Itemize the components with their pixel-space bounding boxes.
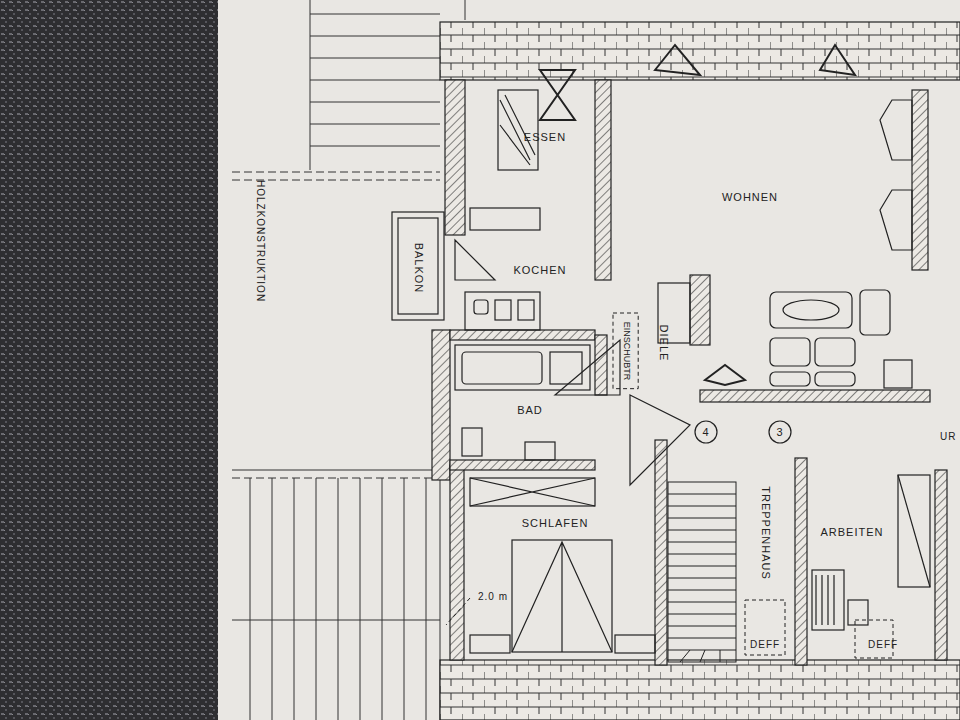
- room-name: EINSCHUBTR: [622, 322, 631, 381]
- room-label-box: WOHNEN: [680, 185, 820, 209]
- room-name: TREPPENHAUS: [760, 486, 771, 580]
- room-name: BAD: [517, 405, 543, 416]
- dimension: 2.0 m: [478, 592, 508, 602]
- stairs: [668, 482, 736, 662]
- room-label-box: ARBEITEN: [812, 520, 892, 544]
- plan-note: DEFF: [750, 640, 780, 650]
- room-label-box: DIELE: [640, 300, 686, 385]
- room-label-box: EINSCHUBTR: [612, 312, 640, 390]
- dashed-outlines: [446, 598, 893, 658]
- room-label-box: BAD: [500, 398, 560, 422]
- plan-note: UR: [940, 432, 956, 442]
- room-name: BALKON: [413, 242, 424, 293]
- room-label-box: SCHLAFEN: [505, 512, 605, 534]
- callout-number: 3: [776, 427, 783, 438]
- room-name: ESSEN: [524, 132, 566, 143]
- circle-shape: [695, 421, 717, 443]
- table-surface: [0, 0, 218, 720]
- room-name: KOCHEN: [513, 265, 566, 276]
- paper: [218, 0, 960, 720]
- callout-circle: 3: [768, 420, 792, 444]
- roof-lines: [232, 0, 465, 720]
- callout-circle: 4: [694, 420, 718, 444]
- room-name: ARBEITEN: [820, 527, 883, 538]
- room-label-box: KOCHEN: [495, 258, 585, 282]
- fixtures: [392, 45, 930, 653]
- room-label-box: TREPPENHAUS: [745, 470, 785, 595]
- room-name: DIELE: [658, 324, 669, 361]
- walls: [432, 22, 960, 720]
- plan-note: HOLZKONSTRUKTION: [255, 180, 265, 302]
- room-label-box: ESSEN: [505, 125, 585, 149]
- circle-shape: [769, 421, 791, 443]
- plan-note: DEFF: [868, 640, 898, 650]
- room-label-box: BALKON: [398, 225, 438, 310]
- dashed-shape: [613, 313, 638, 389]
- callout-number: 4: [702, 427, 709, 438]
- room-name: WOHNEN: [722, 192, 778, 203]
- room-name: SCHLAFEN: [522, 518, 589, 529]
